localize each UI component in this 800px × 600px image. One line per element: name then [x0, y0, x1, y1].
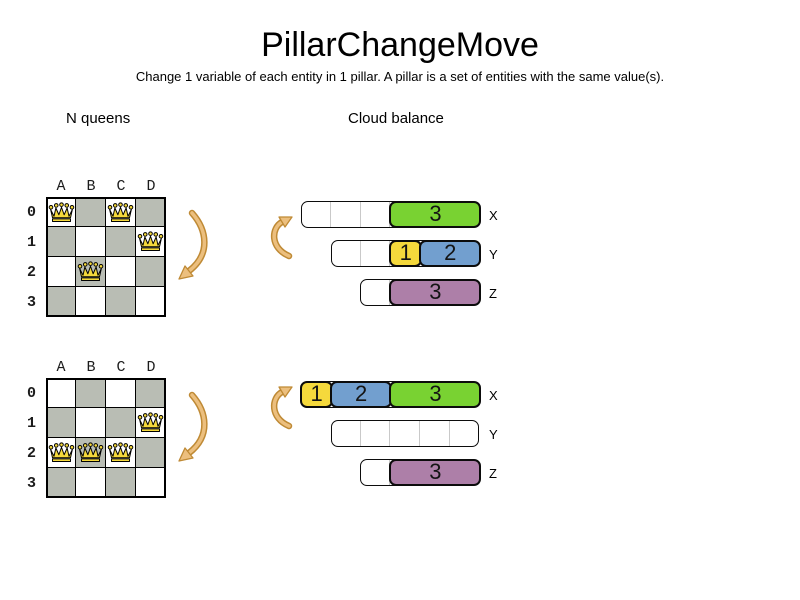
capacity-bar-z: 3	[360, 278, 482, 306]
board-cell	[136, 408, 166, 438]
bar-label: Z	[489, 466, 497, 481]
board-cell	[106, 408, 136, 438]
bar-label: Z	[489, 286, 497, 301]
process-block: 2	[329, 380, 393, 408]
grid-line	[359, 241, 361, 266]
board-cell	[106, 468, 136, 498]
capacity-bar-y	[330, 420, 479, 447]
queen-icon	[48, 442, 74, 462]
grid-line	[419, 421, 421, 446]
queen-icon	[107, 442, 134, 462]
row-label: 1	[27, 414, 37, 432]
move-arrow-board-before	[178, 209, 208, 280]
board-cell	[46, 257, 76, 287]
row-label: 2	[27, 444, 37, 462]
board-cell	[136, 197, 166, 227]
queen-icon	[137, 412, 164, 432]
board-after: A B C D 0 1 2 3	[27, 359, 166, 498]
capacity-bar-x: 3	[300, 200, 482, 228]
board-cell	[76, 378, 106, 408]
grid-line	[359, 202, 361, 227]
board-cell	[76, 197, 106, 227]
queen-icon	[77, 261, 104, 281]
board-cell	[76, 227, 106, 257]
queen-icon	[77, 442, 104, 462]
row-label: 0	[27, 384, 37, 402]
board-cell	[106, 257, 136, 287]
board-cell	[76, 257, 106, 287]
bar-label: X	[489, 208, 498, 223]
board-cell	[46, 408, 76, 438]
process-block: 3	[389, 458, 482, 486]
board-cell	[136, 438, 166, 468]
column-label: A	[56, 178, 66, 195]
board-cell	[46, 197, 76, 227]
process-block: 3	[389, 278, 482, 306]
move-arrow-cloud-after	[271, 386, 293, 430]
queen-icon	[48, 201, 74, 222]
board-before: A B C D 0 1 2 3	[27, 178, 166, 317]
board-cell	[136, 287, 166, 317]
column-label: D	[146, 359, 156, 376]
board-cell	[46, 468, 76, 498]
board-cell	[136, 257, 166, 287]
grid-line	[329, 202, 331, 227]
board-cell	[136, 227, 166, 257]
board-cell	[136, 378, 166, 408]
board-cell	[76, 287, 106, 317]
bar-label: Y	[489, 247, 498, 262]
section-label-nqueens: N queens	[66, 110, 131, 127]
row-label: 1	[27, 233, 37, 251]
grid-line	[448, 421, 450, 446]
row-label: 3	[27, 474, 37, 492]
grid-line	[389, 421, 391, 446]
row-label: 2	[27, 263, 37, 281]
board-cell	[46, 227, 76, 257]
board-cell	[46, 438, 76, 468]
move-arrow-board-after	[178, 391, 208, 462]
board-cell	[106, 227, 136, 257]
page-subtitle: Change 1 variable of each entity in 1 pi…	[135, 69, 665, 84]
board-cell	[76, 438, 106, 468]
column-label: A	[56, 359, 66, 376]
process-block: 3	[389, 200, 482, 228]
column-label: C	[116, 359, 126, 376]
column-label: C	[116, 178, 126, 195]
column-label: B	[86, 359, 96, 376]
process-block: 3	[389, 380, 482, 408]
board-cell	[106, 438, 136, 468]
board-cell	[106, 287, 136, 317]
queen-icon	[107, 201, 134, 222]
column-label: D	[146, 178, 156, 195]
queen-icon	[137, 231, 164, 251]
process-block: 2	[419, 239, 482, 267]
board-cell	[76, 408, 106, 438]
column-label: B	[86, 178, 96, 195]
board-cell	[46, 287, 76, 317]
bar-label: X	[489, 388, 498, 403]
board-cell	[46, 378, 76, 408]
board-cell	[76, 468, 106, 498]
bar-label: Y	[489, 427, 498, 442]
section-label-cloudbalance: Cloud balance	[348, 110, 444, 127]
page-title: PillarChangeMove	[261, 26, 539, 64]
row-label: 0	[27, 203, 37, 221]
grid-line	[359, 421, 361, 446]
move-arrow-cloud-before	[271, 216, 293, 260]
process-block: 1	[389, 239, 423, 267]
process-block: 1	[300, 380, 333, 408]
board-cell	[136, 468, 166, 498]
board-cell	[106, 197, 136, 227]
row-label: 3	[27, 293, 37, 311]
board-cell	[106, 378, 136, 408]
capacity-bar-z: 3	[360, 458, 482, 486]
